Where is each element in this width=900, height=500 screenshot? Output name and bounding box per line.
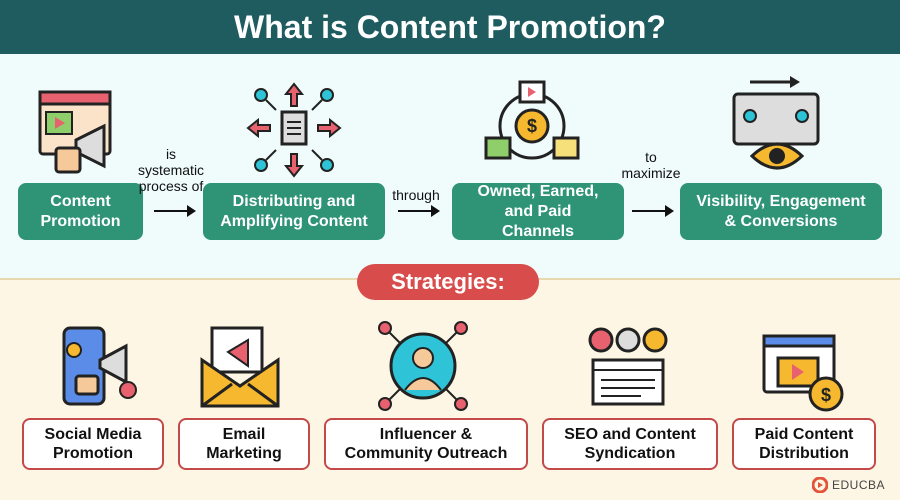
strategies-label: Strategies: bbox=[357, 264, 539, 300]
educba-logo-icon bbox=[812, 477, 828, 493]
flow-section bbox=[0, 54, 900, 280]
educba-logo: EDUCBA bbox=[812, 477, 885, 493]
flow-arrow bbox=[632, 205, 674, 217]
visibility-icon bbox=[732, 76, 820, 170]
distribution-icon bbox=[246, 82, 342, 178]
connector-label-process: is systematic process of bbox=[137, 146, 205, 194]
seo-syndication-icon bbox=[588, 327, 668, 406]
social-media-icon bbox=[62, 326, 137, 406]
strategy-seo: SEO and Content Syndication bbox=[542, 418, 718, 470]
page-title: What is Content Promotion? bbox=[0, 0, 900, 54]
flow-arrow bbox=[154, 205, 196, 217]
flow-box-distributing: Distributing and Amplifying Content bbox=[203, 183, 385, 240]
megaphone-browser-icon bbox=[38, 90, 112, 174]
influencer-icon bbox=[378, 321, 468, 411]
connector-label-through: through bbox=[392, 187, 440, 203]
email-icon bbox=[200, 326, 280, 408]
flow-box-content-promotion: Content Promotion bbox=[18, 183, 143, 240]
flow-arrow bbox=[398, 205, 440, 217]
strategy-influencer: Influencer & Community Outreach bbox=[324, 418, 528, 470]
connector-label-maximize: to maximize bbox=[621, 149, 681, 181]
svg-text:$: $ bbox=[527, 116, 537, 136]
flow-box-channels: Owned, Earned, and Paid Channels bbox=[452, 183, 624, 240]
strategy-social-media: Social Media Promotion bbox=[22, 418, 164, 470]
strategy-paid: Paid Content Distribution bbox=[732, 418, 876, 470]
channels-icon: $ bbox=[484, 80, 580, 160]
brand-name: EDUCBA bbox=[832, 478, 886, 492]
flow-box-visibility: Visibility, Engagement & Conversions bbox=[680, 183, 882, 240]
strategy-email: Email Marketing bbox=[178, 418, 310, 470]
paid-distribution-icon: $ bbox=[762, 334, 844, 412]
svg-text:$: $ bbox=[821, 385, 831, 405]
